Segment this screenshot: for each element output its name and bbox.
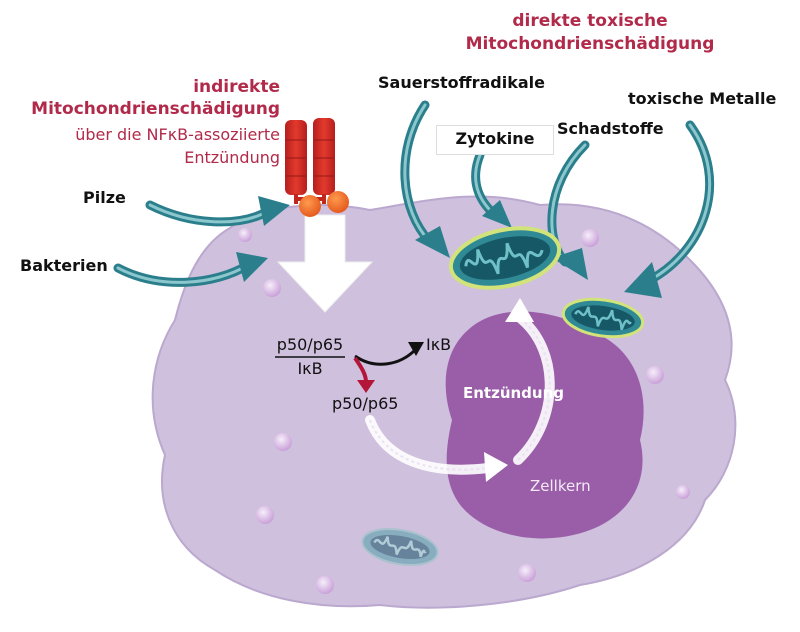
indirect-subtitle-line2: Entzündung — [184, 148, 280, 167]
label-entzuendung: Entzündung — [463, 384, 565, 402]
arrowhead — [415, 226, 450, 258]
signal-arrow-white — [276, 214, 374, 313]
mitochondrion-medium — [561, 297, 645, 339]
arrowhead-ikb — [408, 342, 424, 356]
vesicle — [238, 228, 252, 242]
label-zytokine: Zytokine — [455, 129, 535, 148]
label-bakterien: Bakterien — [20, 256, 108, 275]
mitochondrion-large — [448, 226, 562, 290]
arrowhead-red — [357, 380, 375, 393]
vesicle — [316, 576, 334, 594]
vesicle — [263, 279, 281, 297]
vesicle — [646, 366, 664, 384]
complex-top-label: p50/p65 — [276, 335, 344, 354]
vesicle — [518, 564, 536, 582]
arrowhead — [258, 196, 290, 226]
mitochondrion-small — [361, 528, 439, 566]
label-p50p65: p50/p65 — [332, 394, 399, 413]
label-ikb: IκB — [426, 335, 452, 354]
label-schadstoffe: Schadstoffe — [557, 119, 664, 138]
arrowhead — [552, 248, 588, 280]
arrowhead — [624, 262, 662, 298]
indirect-subtitle-line1: über die NFκB-assoziierte — [75, 125, 280, 144]
receptor-ball — [327, 191, 349, 213]
indirect-title-line2: Mitochondrienschädigung — [31, 99, 280, 119]
arrowhead — [482, 200, 512, 228]
arrowhead-nucleus — [484, 452, 508, 482]
vesicle — [256, 506, 274, 524]
arrowhead-entzuendung — [505, 298, 534, 322]
receptor — [285, 118, 349, 217]
label-zellkern: Zellkern — [530, 477, 591, 495]
vesicles — [238, 228, 690, 594]
vesicle — [274, 433, 292, 451]
vesicle — [676, 485, 690, 499]
label-pilze: Pilze — [83, 188, 126, 207]
indirect-title-line1: indirekte — [193, 77, 280, 97]
arrowhead — [236, 252, 268, 282]
direct-title-line1: direkte toxische — [512, 11, 668, 31]
arrow-to-ikb — [354, 348, 417, 366]
vesicle — [581, 229, 599, 247]
receptor-ball — [299, 195, 321, 217]
label-sauerstoffradikale: Sauerstoffradikale — [378, 73, 545, 92]
zytokine-box — [436, 125, 554, 155]
label-toxische-metalle: toxische Metalle — [628, 89, 777, 108]
complex-bottom-label: IκB — [297, 359, 323, 378]
direct-title-line2: Mitochondrienschädigung — [465, 34, 715, 54]
